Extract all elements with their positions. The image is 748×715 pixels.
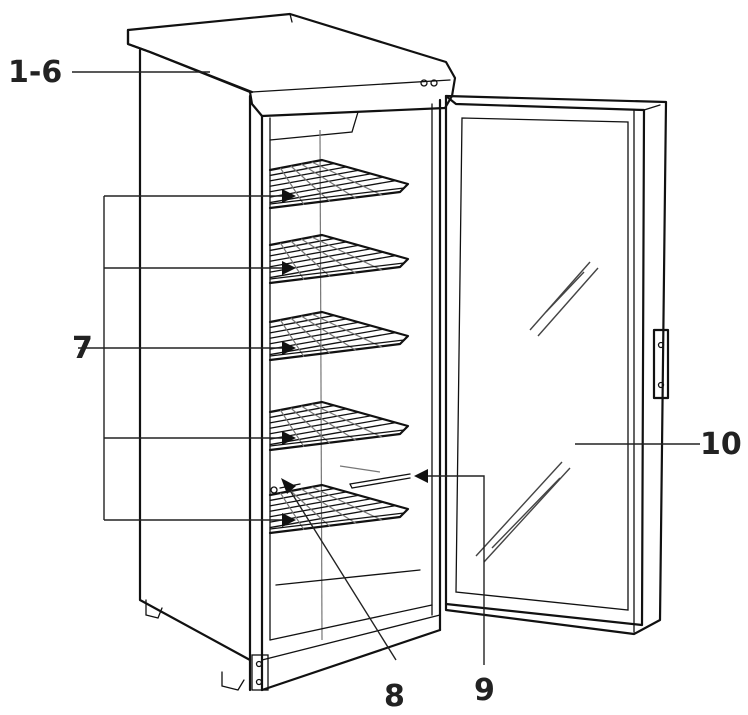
- wine-shelves: [268, 158, 410, 535]
- shelf-1: [268, 158, 410, 210]
- arrowheads: [281, 189, 428, 527]
- callout-9: 9: [474, 673, 495, 708]
- shelf-3: [268, 310, 410, 362]
- callout-1-6: 1-6: [8, 55, 62, 90]
- callout-10: 10: [700, 427, 742, 462]
- shelf-2: [268, 233, 410, 285]
- interior-light: [339, 465, 411, 489]
- shelf-4: [268, 400, 410, 452]
- callout-8: 8: [384, 679, 405, 714]
- leader-lines: [72, 71, 700, 665]
- cabinet: [126, 12, 457, 692]
- callout-7: 7: [72, 331, 93, 366]
- glass-door: [444, 94, 670, 636]
- shelf-5: [268, 483, 410, 535]
